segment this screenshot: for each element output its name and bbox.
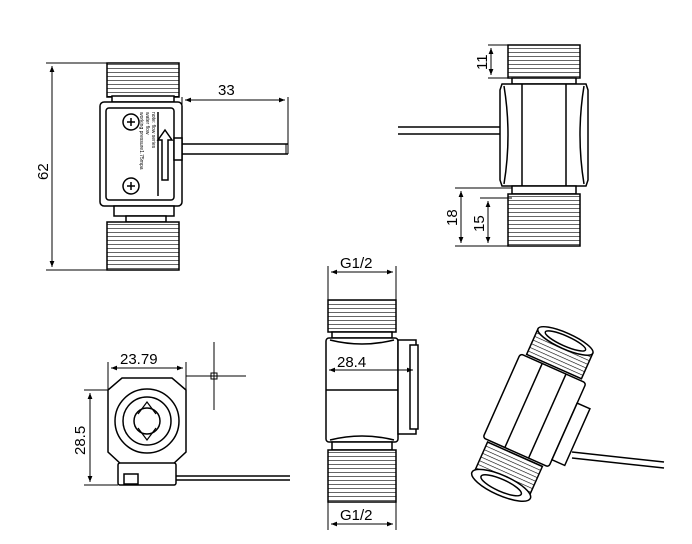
dim-33-label: 33 — [218, 82, 235, 99]
housing-text-line-1: working pressure1.75mpa — [138, 112, 144, 170]
dim-28-4-label: 28.4 — [337, 354, 366, 371]
dim-g12-bottom-label: G1/2 — [340, 507, 373, 524]
dim-62-lines — [46, 62, 107, 271]
dim-15-label: 15 — [471, 215, 488, 232]
dim-g12-top-label: G1/2 — [340, 255, 373, 272]
dim-33-lines — [181, 97, 289, 154]
dim-62-label: 62 — [35, 163, 52, 180]
bottom-center-view — [325, 299, 419, 503]
dim-18-15-lines — [455, 187, 512, 247]
top-left-view — [99, 62, 288, 271]
top-right-view — [398, 44, 589, 247]
dim-28-5-lines — [84, 389, 118, 486]
dim-28-5-label: 28.5 — [72, 426, 89, 455]
housing-text-line-2: water flow — [144, 112, 150, 135]
bottom-right-isometric-view — [470, 325, 665, 502]
top-left-housing-text: working pressure1.75mpa water flow note:… — [138, 112, 156, 170]
bottom-left-view — [107, 342, 290, 486]
dim-23-79-lines — [107, 362, 187, 390]
dim-g12-bottom-lines — [327, 502, 397, 530]
dim-11-lines — [488, 44, 508, 79]
dim-11-label: 11 — [474, 54, 491, 70]
dim-23-79-label: 23.79 — [120, 351, 158, 368]
dim-18-label: 18 — [444, 209, 461, 226]
housing-text-line-3: note: flow series — [150, 112, 156, 149]
dim-g12-top-lines — [327, 266, 397, 300]
